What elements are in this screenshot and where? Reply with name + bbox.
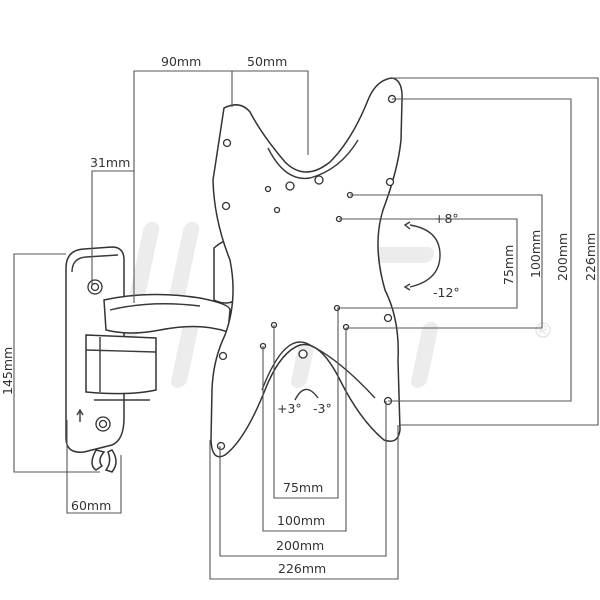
- tilt-up-label: +8°: [434, 211, 459, 226]
- dim-right-226mm: 226mm: [583, 233, 598, 281]
- dim-bottom-75mm: 75mm: [283, 480, 323, 495]
- swivel-arc: [294, 388, 319, 401]
- dim-bottom-226mm: 226mm: [278, 561, 326, 576]
- dim-90mm: 90mm: [161, 54, 201, 69]
- hook: [91, 449, 117, 473]
- vesa-plate: [210, 77, 403, 458]
- tilt-down-label: -12°: [433, 285, 460, 300]
- swivel-left-label: +3°: [277, 401, 302, 416]
- dim-145mm: 145mm: [0, 347, 15, 395]
- dim-60mm: 60mm: [71, 498, 111, 513]
- dim-50mm: 50mm: [247, 54, 287, 69]
- arrow-up-icon: [76, 408, 84, 422]
- top-dimension-lines: [91, 70, 309, 303]
- watermark-registered-icon: [535, 322, 551, 338]
- bottom-dimension-lines: [209, 308, 399, 580]
- left-dimension-lines: [13, 253, 122, 514]
- dim-bottom-200mm: 200mm: [276, 538, 324, 553]
- dim-right-75mm: 75mm: [501, 245, 516, 285]
- dim-bottom-100mm: 100mm: [277, 513, 325, 528]
- dim-right-200mm: 200mm: [555, 233, 570, 281]
- swivel-right-label: -3°: [313, 401, 332, 416]
- dim-31mm: 31mm: [90, 155, 130, 170]
- tilt-arc: [409, 224, 441, 288]
- watermark-registered-glyph: [538, 325, 547, 335]
- right-dimension-lines: [337, 77, 599, 426]
- dim-right-100mm: 100mm: [528, 230, 543, 278]
- tilt-arrows-icon: [403, 221, 411, 291]
